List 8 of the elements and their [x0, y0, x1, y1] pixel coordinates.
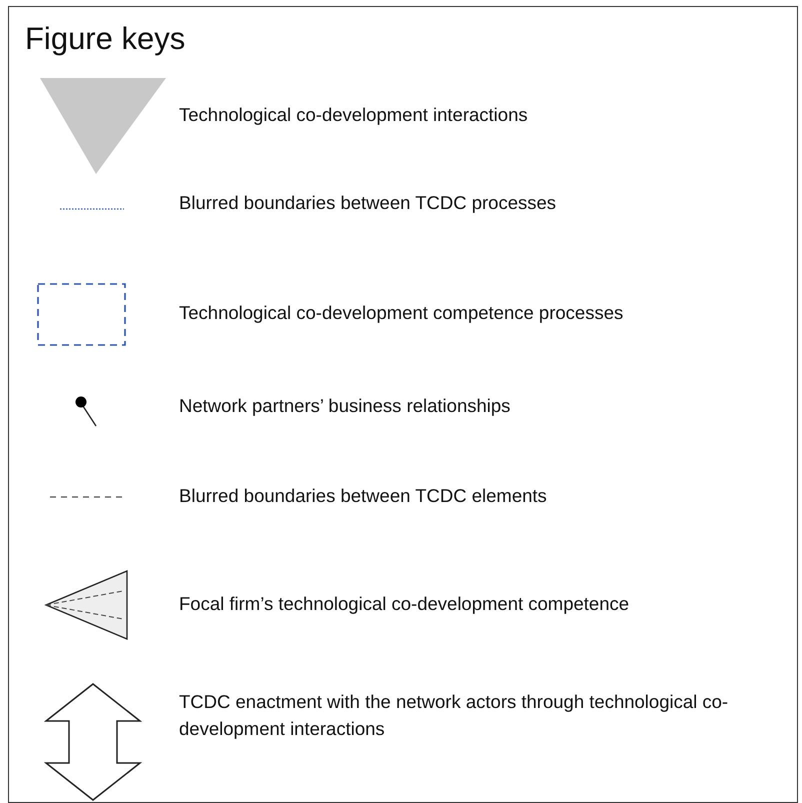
legend-label: TCDC enactment with the network actors through technological co-development interactions [179, 690, 730, 741]
legend-label: Technological co-development interactions [179, 103, 529, 127]
legend-label: Network partners’ business relationships [179, 394, 512, 418]
legend-label: Technological co-development competence processes [179, 301, 624, 325]
legend-label: Blurred boundaries between TCDC elements [179, 484, 548, 508]
title: Figure keys [25, 21, 186, 57]
legend-label: Focal firm’s technological co-development competence [179, 592, 630, 616]
legend-label: Blurred boundaries between TCDC processes [179, 191, 558, 215]
